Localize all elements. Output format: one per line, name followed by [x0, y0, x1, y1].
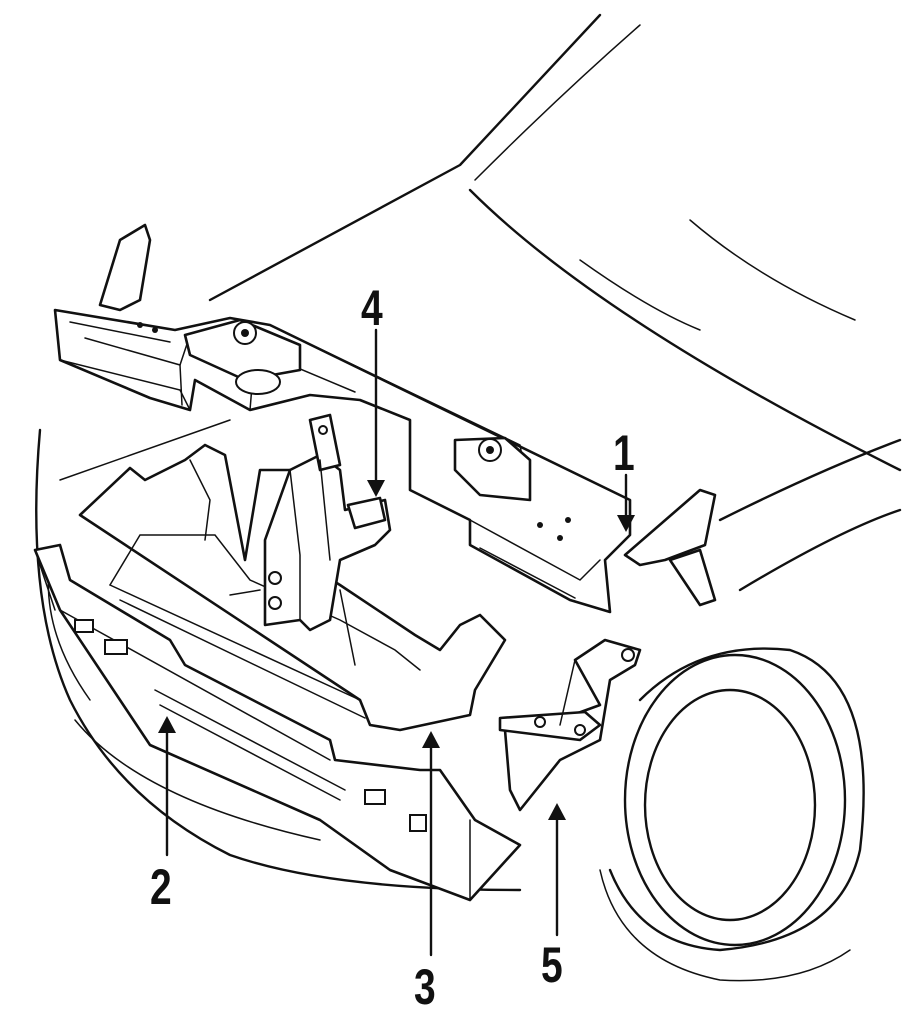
- arrow-4: [367, 328, 385, 497]
- callout-5: 5: [541, 937, 563, 993]
- side-bracket: [498, 638, 642, 812]
- callout-4: 4: [361, 280, 383, 336]
- upper-radiator-support: [53, 223, 717, 614]
- callout-3: 3: [414, 959, 436, 1015]
- arrow-5: [548, 803, 566, 937]
- arrow-2: [158, 716, 176, 857]
- arrow-1: [617, 473, 635, 532]
- front-wheel: [599, 647, 865, 982]
- arrow-3: [422, 731, 440, 957]
- callout-2: 2: [150, 859, 172, 915]
- leader-lines: [158, 328, 635, 957]
- car-body-outline: [35, 13, 902, 892]
- lower-radiator-support: [33, 543, 522, 902]
- center-bracket: [263, 413, 392, 632]
- callout-1: 1: [613, 425, 635, 481]
